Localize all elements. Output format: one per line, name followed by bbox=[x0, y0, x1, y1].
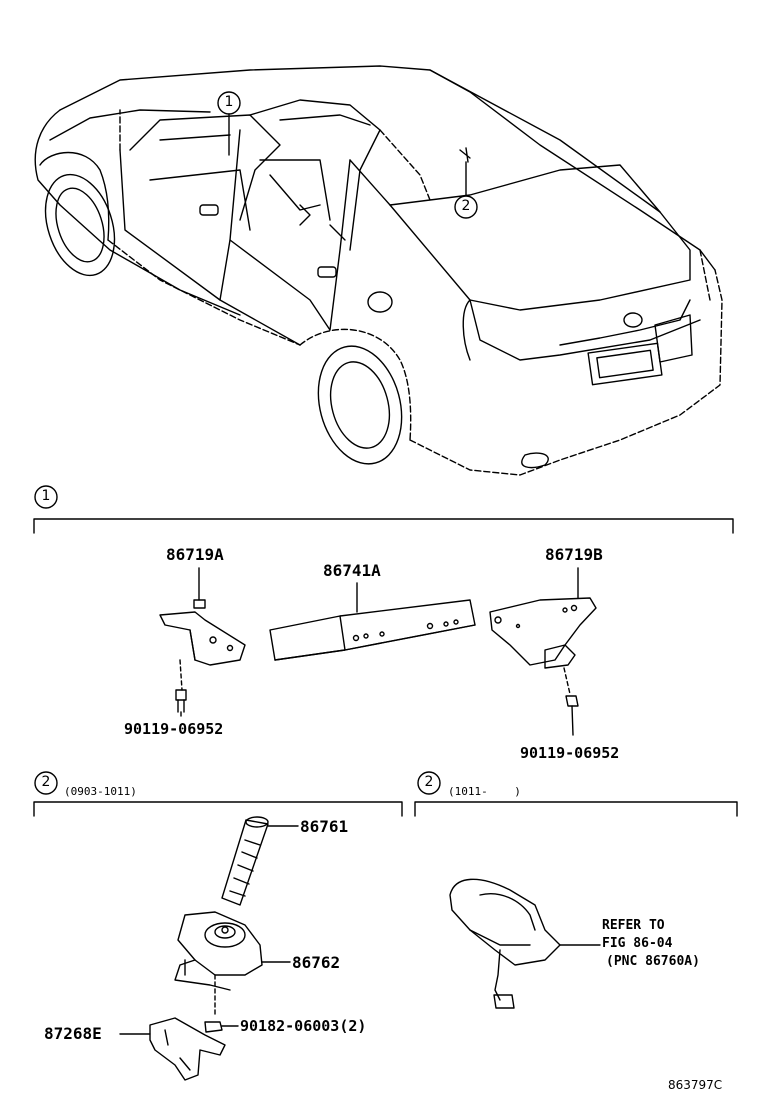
callout-label-1: 1 bbox=[224, 94, 234, 110]
refer-line-2: FIG 86-04 bbox=[602, 936, 673, 951]
bracket-87268e bbox=[119, 1017, 239, 1081]
section2b-range: (1011- ) bbox=[448, 785, 521, 798]
section2b-frame bbox=[414, 771, 738, 817]
shark-fin-antenna bbox=[449, 878, 601, 1009]
part-86741a: 86741A bbox=[323, 561, 381, 580]
bracket-left-86719a bbox=[159, 567, 246, 717]
figure-id: 863797C bbox=[668, 1078, 723, 1092]
cover-center-86741a bbox=[269, 582, 476, 661]
callout-label-2: 2 bbox=[461, 198, 471, 214]
callout-circle-2 bbox=[454, 195, 478, 219]
part-nut: 90182-06003(2) bbox=[240, 1017, 367, 1035]
part-86719b: 86719B bbox=[545, 545, 603, 564]
car-illustration bbox=[34, 65, 723, 476]
section2a-callout: 2 bbox=[41, 774, 51, 790]
callout-circle-1 bbox=[217, 91, 241, 115]
antenna-base-86762 bbox=[174, 911, 291, 1016]
part-87268e: 87268E bbox=[44, 1024, 102, 1043]
bracket-right-86719b bbox=[489, 567, 597, 736]
refer-line-1: REFER TO bbox=[602, 918, 665, 933]
section1-frame bbox=[33, 485, 734, 534]
section1-callout: 1 bbox=[41, 488, 51, 504]
part-86762: 86762 bbox=[292, 953, 341, 972]
part-screw-left: 90119-06952 bbox=[124, 720, 224, 738]
section2a-range: (0903-1011) bbox=[64, 785, 137, 798]
refer-line-3: (PNC 86760A) bbox=[606, 954, 700, 969]
part-86719a: 86719A bbox=[166, 545, 224, 564]
section2b-callout: 2 bbox=[424, 774, 434, 790]
section2a-frame bbox=[33, 771, 403, 817]
part-86761: 86761 bbox=[300, 817, 349, 836]
part-screw-right: 90119-06952 bbox=[520, 744, 620, 762]
antenna-rod-86761 bbox=[221, 816, 299, 906]
